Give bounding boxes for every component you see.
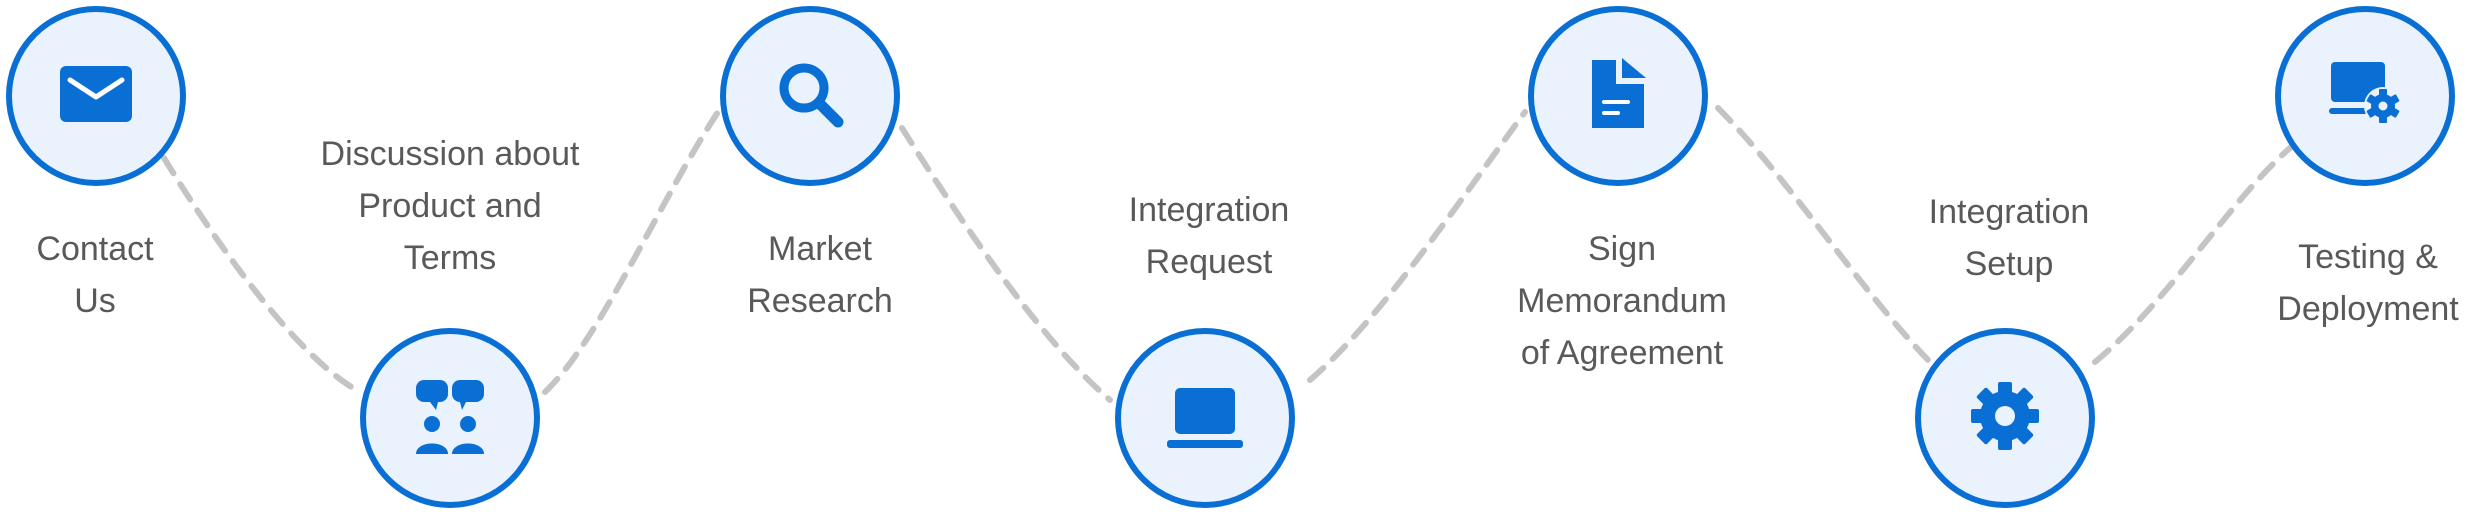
connector-1-2 (161, 155, 363, 395)
envelope-icon (54, 52, 138, 141)
step-7-node (2275, 6, 2455, 186)
step-6-label: Integration Setup (1928, 193, 2090, 283)
step-6-node (1915, 328, 2095, 508)
magnifier-icon (768, 52, 852, 141)
step-3-label: Market Research (747, 230, 893, 320)
step-4-node (1115, 328, 1295, 508)
connector-2-3 (542, 109, 721, 395)
step-4-label: Integration Request (1128, 191, 1290, 281)
step-2-node (360, 328, 540, 508)
connector-3-4 (899, 125, 1113, 403)
step-7-label: Testing & Deployment (2277, 238, 2459, 328)
monitor-gear-icon (2323, 52, 2407, 141)
step-1-label: Contact Us (36, 230, 154, 320)
connector-4-5 (1307, 109, 1528, 383)
step-1-node (6, 6, 186, 186)
connector-5-6 (1715, 105, 1933, 365)
laptop-icon (1163, 374, 1247, 463)
step-3-node (720, 6, 900, 186)
step-2-label: Discussion about Product and Terms (320, 135, 580, 277)
discussion-people-icon (408, 374, 492, 463)
step-5-node (1528, 6, 1708, 186)
step-5-label: Sign Memorandum of Agreement (1517, 230, 1727, 372)
connector-6-7 (2092, 145, 2293, 365)
gear-icon (1963, 374, 2047, 463)
document-icon (1576, 52, 1660, 141)
